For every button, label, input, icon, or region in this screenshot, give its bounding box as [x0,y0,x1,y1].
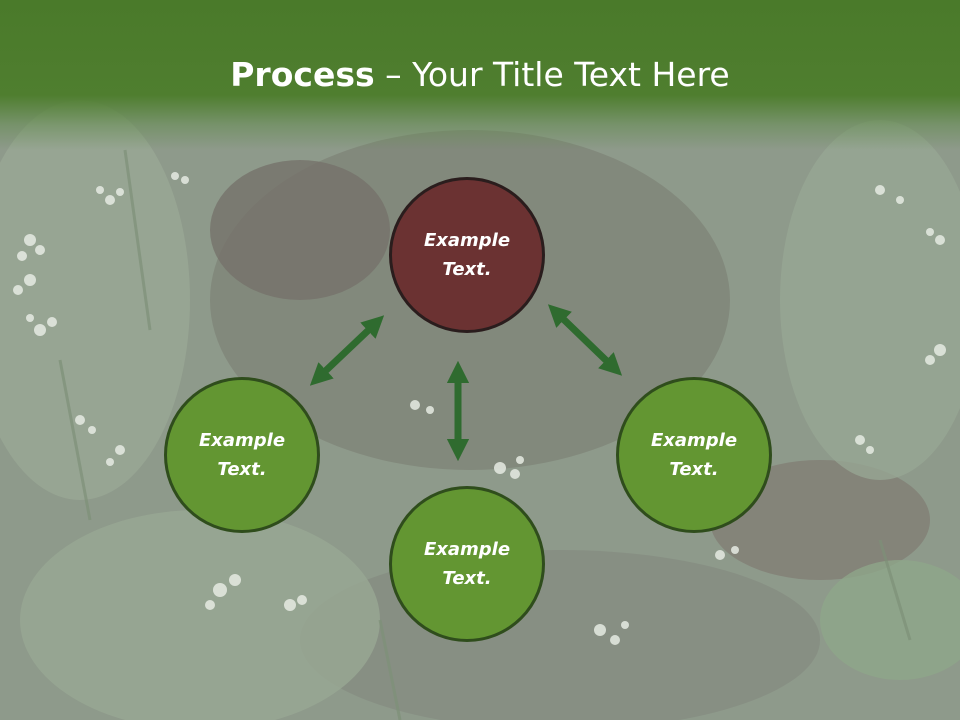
process-node-top-label: Example Text. [423,230,511,280]
process-node-top[interactable]: Example Text. [389,177,545,333]
double-arrow-icon [309,315,385,386]
slide-title-bold: Process [230,55,375,94]
process-node-bottom[interactable]: Example Text. [389,486,545,642]
process-node-left-label: Example Text. [198,430,286,480]
title-banner [0,0,960,150]
slide-title: Process – Your Title Text Here [0,52,960,98]
slide-title-rest: – Your Title Text Here [374,55,730,94]
process-node-left[interactable]: Example Text. [164,377,320,533]
double-arrow-icon [547,304,623,376]
process-node-right[interactable]: Example Text. [616,377,772,533]
process-node-bottom-label: Example Text. [423,539,511,589]
process-node-right-label: Example Text. [650,430,738,480]
